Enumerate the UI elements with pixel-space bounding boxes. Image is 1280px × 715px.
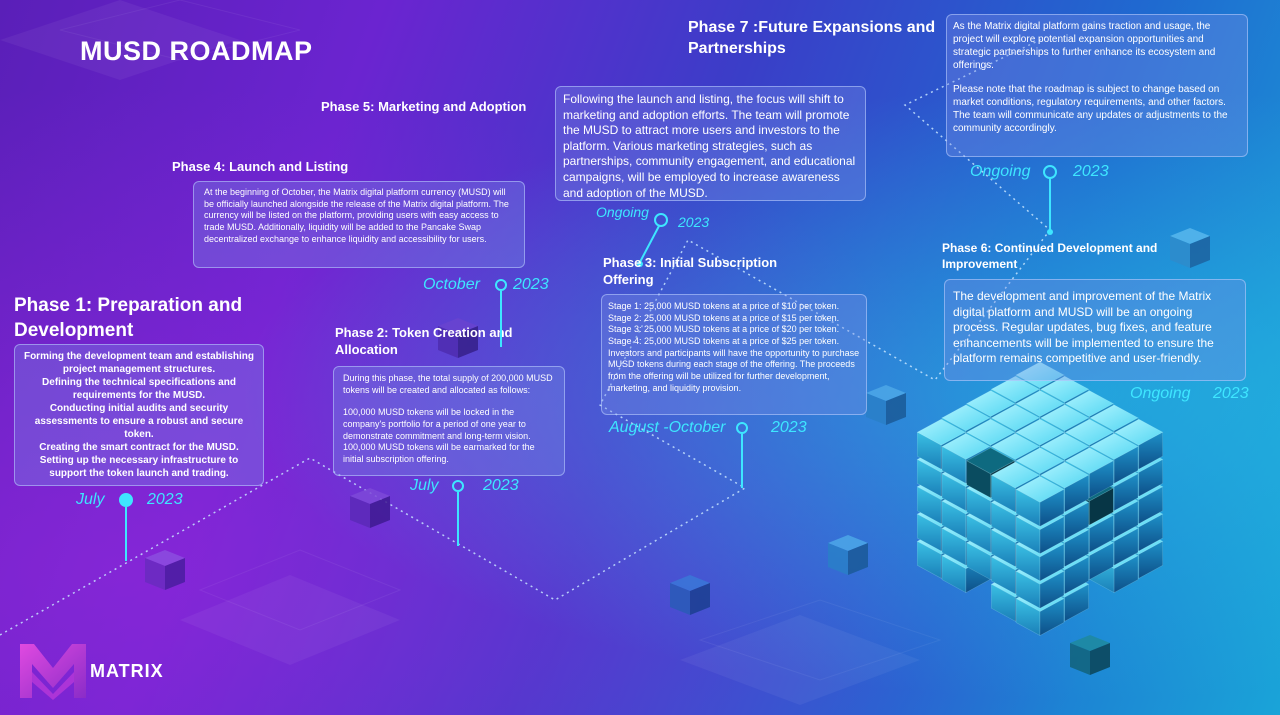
timeline-path (0, 34, 1052, 636)
phase-6-box: The development and improvement of the M… (944, 279, 1246, 381)
matrix-logo-icon (20, 644, 86, 700)
phase-7-para-2: Please note that the roadmap is subject … (953, 84, 1228, 134)
phase-1-heading: Phase 1: Preparation and Development (14, 295, 243, 341)
logo-text: MATRIX (90, 661, 164, 681)
phase-3-month: August -October (609, 419, 726, 436)
phase-2-year: 2023 (483, 477, 519, 494)
phase-7-heading: Phase 7 :Future Expansions and Partnersh… (688, 19, 936, 57)
phase-1-connector (125, 507, 127, 561)
phase-7-month: Ongoing (970, 163, 1031, 180)
phase-1-item: Conducting initial audits and security a… (34, 403, 244, 440)
phase-4-marker (495, 279, 507, 291)
phase-2-marker (452, 480, 464, 492)
phase-2-box: During this phase, the total supply of 2… (333, 366, 565, 476)
phase-2-para-2: 100,000 MUSD tokens will be locked in th… (343, 407, 535, 465)
phase-7-box: As the Matrix digital platform gains tra… (946, 14, 1248, 157)
phase-6-year: 2023 (1213, 385, 1249, 402)
phase-1-year: 2023 (147, 491, 183, 508)
phase-6-text: The development and improvement of the M… (953, 289, 1214, 366)
phase-4-month: October (423, 276, 480, 293)
phase-3-heading: Phase 3: Initial Subscription Offering (603, 255, 778, 287)
phase-3-stage: Stage 2: 25,000 MUSD tokens at a price o… (608, 312, 840, 323)
phase-3-stage: Stage 1: 25,000 MUSD tokens at a price o… (608, 301, 840, 311)
phase-5-year: 2023 (678, 214, 710, 230)
phase-7-marker (1043, 165, 1057, 179)
phase-5-text: Following the launch and listing, the fo… (563, 92, 856, 200)
phase-5-box: Following the launch and listing, the fo… (555, 86, 866, 201)
phase-1-marker (119, 493, 133, 507)
phase-3-box: Stage 1: 25,000 MUSD tokens at a price o… (601, 294, 867, 415)
phase-3-stage: Stage 4: 25,000 MUSD tokens at a price o… (608, 336, 840, 347)
phase-6-heading: Phase 6: Continued Development and Impro… (942, 241, 1158, 271)
phase-3-connector (741, 434, 743, 488)
phase-4-year: 2023 (513, 276, 549, 293)
phase-1-item: Creating the smart contract for the MUSD… (39, 442, 239, 453)
phase-1-item: Forming the development team and establi… (23, 351, 255, 375)
phase-1-item: Defining the technical specifications an… (42, 377, 236, 401)
cube-block (1015, 476, 1065, 527)
phase-7-year: 2023 (1073, 163, 1109, 180)
phase-5-month: Ongoing (596, 204, 649, 220)
phase-5-marker (654, 213, 668, 227)
page-title: MUSD ROADMAP (80, 36, 313, 66)
phase-2-para-1: During this phase, the total supply of 2… (343, 373, 553, 395)
phase-4-box: At the beginning of October, the Matrix … (193, 181, 525, 268)
phase-4-heading: Phase 4: Launch and Listing (172, 159, 349, 174)
phase-3-stage: Stage 3: 25,000 MUSD tokens at a price o… (608, 324, 840, 335)
phase-1-box: Forming the development team and establi… (14, 344, 264, 486)
phase-6-month: Ongoing (1130, 385, 1191, 402)
phase-2-month: July (410, 477, 439, 494)
phase-3-marker (736, 422, 748, 434)
phase-5-heading: Phase 5: Marketing and Adoption (321, 99, 527, 114)
phase-7-para-1: As the Matrix digital platform gains tra… (953, 21, 1216, 71)
phase-1-item: Setting up the necessary infrastructure … (39, 455, 239, 479)
phase-3-year: 2023 (771, 419, 807, 436)
phase-2-heading-text: Phase 2: Token Creation and Allocation (335, 325, 513, 357)
phase-4-connector (500, 291, 502, 347)
phase-3-text: Investors and participants will have the… (608, 347, 860, 393)
phase-2-connector (457, 492, 459, 546)
phase-4-text: At the beginning of October, the Matrix … (204, 187, 509, 244)
phase-1-month: July (76, 491, 105, 508)
